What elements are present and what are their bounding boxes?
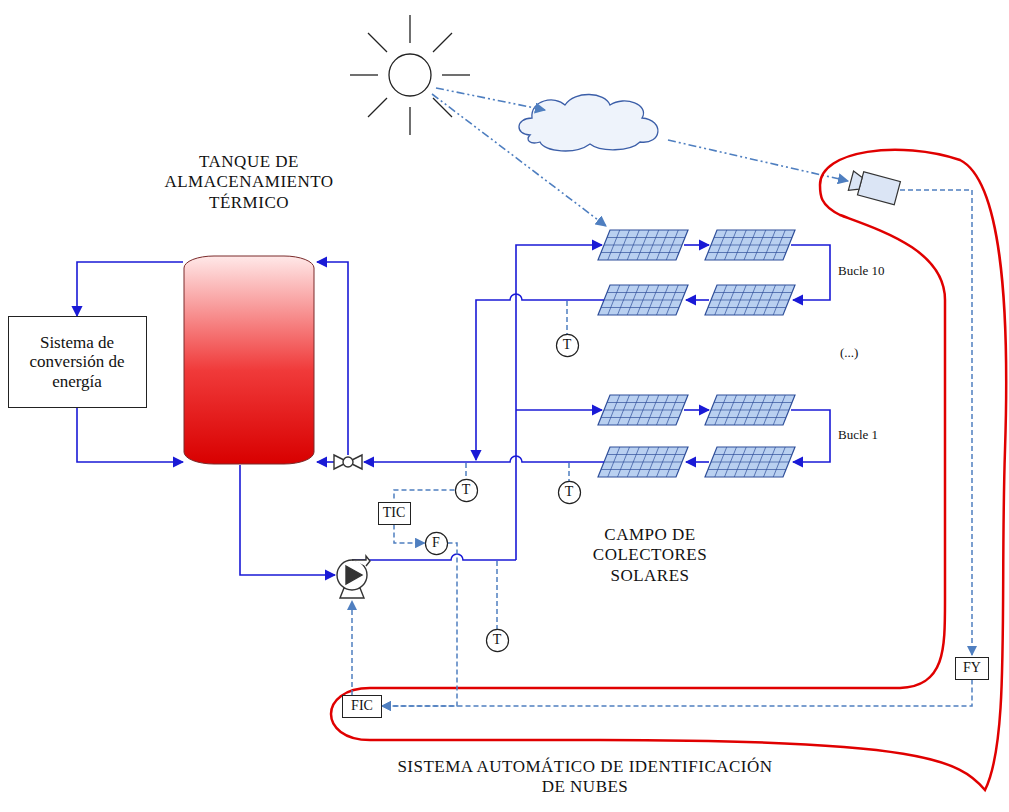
collector-outline — [705, 285, 795, 315]
instrument-box: FIC — [342, 695, 382, 718]
box-label: Sistema de conversión de energía — [13, 333, 141, 392]
collector-grid — [711, 462, 789, 463]
collector-grid — [607, 292, 685, 293]
solar-collector — [705, 395, 795, 425]
loop-label: (...) — [840, 345, 858, 361]
instrument-circle: T — [558, 481, 581, 504]
collector-grid — [708, 469, 786, 470]
instrument-circle: T — [486, 629, 509, 652]
instrument-letter: T — [563, 337, 572, 353]
tank-outline — [183, 255, 315, 465]
instrument-circle: F — [425, 532, 448, 555]
collector-outline — [598, 395, 688, 425]
instrument-letter: T — [462, 482, 471, 498]
area-label: SISTEMA AUTOMÁTICO DE IDENTIFICACIÓN DE … — [395, 757, 775, 798]
collector-grid — [708, 417, 786, 418]
instrument-box: Sistema de conversión de energía — [8, 316, 147, 408]
instrument-circle: T — [556, 334, 579, 357]
signal-connector — [382, 543, 457, 706]
collector-grid — [607, 454, 685, 455]
collector-grid — [604, 462, 682, 463]
collector-grid — [607, 402, 685, 403]
box-label: FY — [963, 660, 981, 676]
solar-collector — [598, 395, 688, 425]
instrument-letter: F — [432, 535, 440, 551]
collector-grid — [708, 252, 786, 253]
collector-outline — [598, 447, 688, 477]
radiation-ray — [432, 88, 848, 226]
cloud-system-outline — [331, 150, 1006, 790]
pipe — [240, 245, 830, 575]
solar-collector — [705, 230, 795, 260]
instrument-circle: T — [455, 479, 478, 502]
loop-label: Bucle 1 — [838, 427, 878, 443]
solar-collector — [598, 230, 688, 260]
collector-grid — [604, 410, 682, 411]
sun-symbol — [350, 15, 470, 135]
loop-label: Bucle 10 — [838, 263, 885, 279]
collector-grid — [601, 307, 679, 308]
pipe-connector — [77, 408, 183, 462]
solar-collector — [705, 285, 795, 315]
pipe-connector — [77, 262, 183, 316]
signal-connector — [394, 490, 455, 502]
collector-grid — [607, 237, 685, 238]
collector-outline — [598, 230, 688, 260]
cloud-symbol — [519, 94, 658, 150]
collector-field — [598, 230, 795, 477]
collector-grid — [714, 237, 792, 238]
collector-grid — [604, 245, 682, 246]
collector-grid — [601, 469, 679, 470]
collector-grid — [711, 300, 789, 301]
camera-symbol — [848, 169, 901, 205]
collector-outline — [705, 230, 795, 260]
pump-symbol — [337, 556, 370, 598]
collector-grid — [601, 252, 679, 253]
solar-collector — [598, 447, 688, 477]
collector-grid — [711, 410, 789, 411]
instrument-letter: T — [493, 632, 502, 648]
instrument-box: FY — [955, 657, 989, 680]
collector-outline — [705, 447, 795, 477]
collector-grid — [714, 402, 792, 403]
collector-grid — [601, 417, 679, 418]
collector-grid — [711, 245, 789, 246]
solar-collector — [705, 447, 795, 477]
box-label: FIC — [351, 698, 373, 714]
collector-grid — [604, 300, 682, 301]
signal-connector — [394, 525, 425, 544]
tank-heading: TANQUE DE ALMACENAMIENTO TÉRMICO — [144, 152, 354, 213]
collector-grid — [714, 292, 792, 293]
box-label: TIC — [383, 505, 406, 521]
signal-connector — [382, 680, 972, 707]
storage-tank: TANQUE DE ALMACENAMIENTO TÉRMICO — [183, 255, 315, 465]
collector-outline — [598, 285, 688, 315]
collector-grid — [714, 454, 792, 455]
signal-line — [352, 190, 972, 695]
collector-outline — [705, 395, 795, 425]
collector-grid — [708, 307, 786, 308]
area-label: CAMPO DE COLECTORES SOLARES — [565, 525, 735, 586]
solar-collector — [598, 285, 688, 315]
instrument-letter: T — [565, 484, 574, 500]
three-way-valve — [334, 455, 362, 469]
instrument-box: TIC — [378, 502, 411, 525]
